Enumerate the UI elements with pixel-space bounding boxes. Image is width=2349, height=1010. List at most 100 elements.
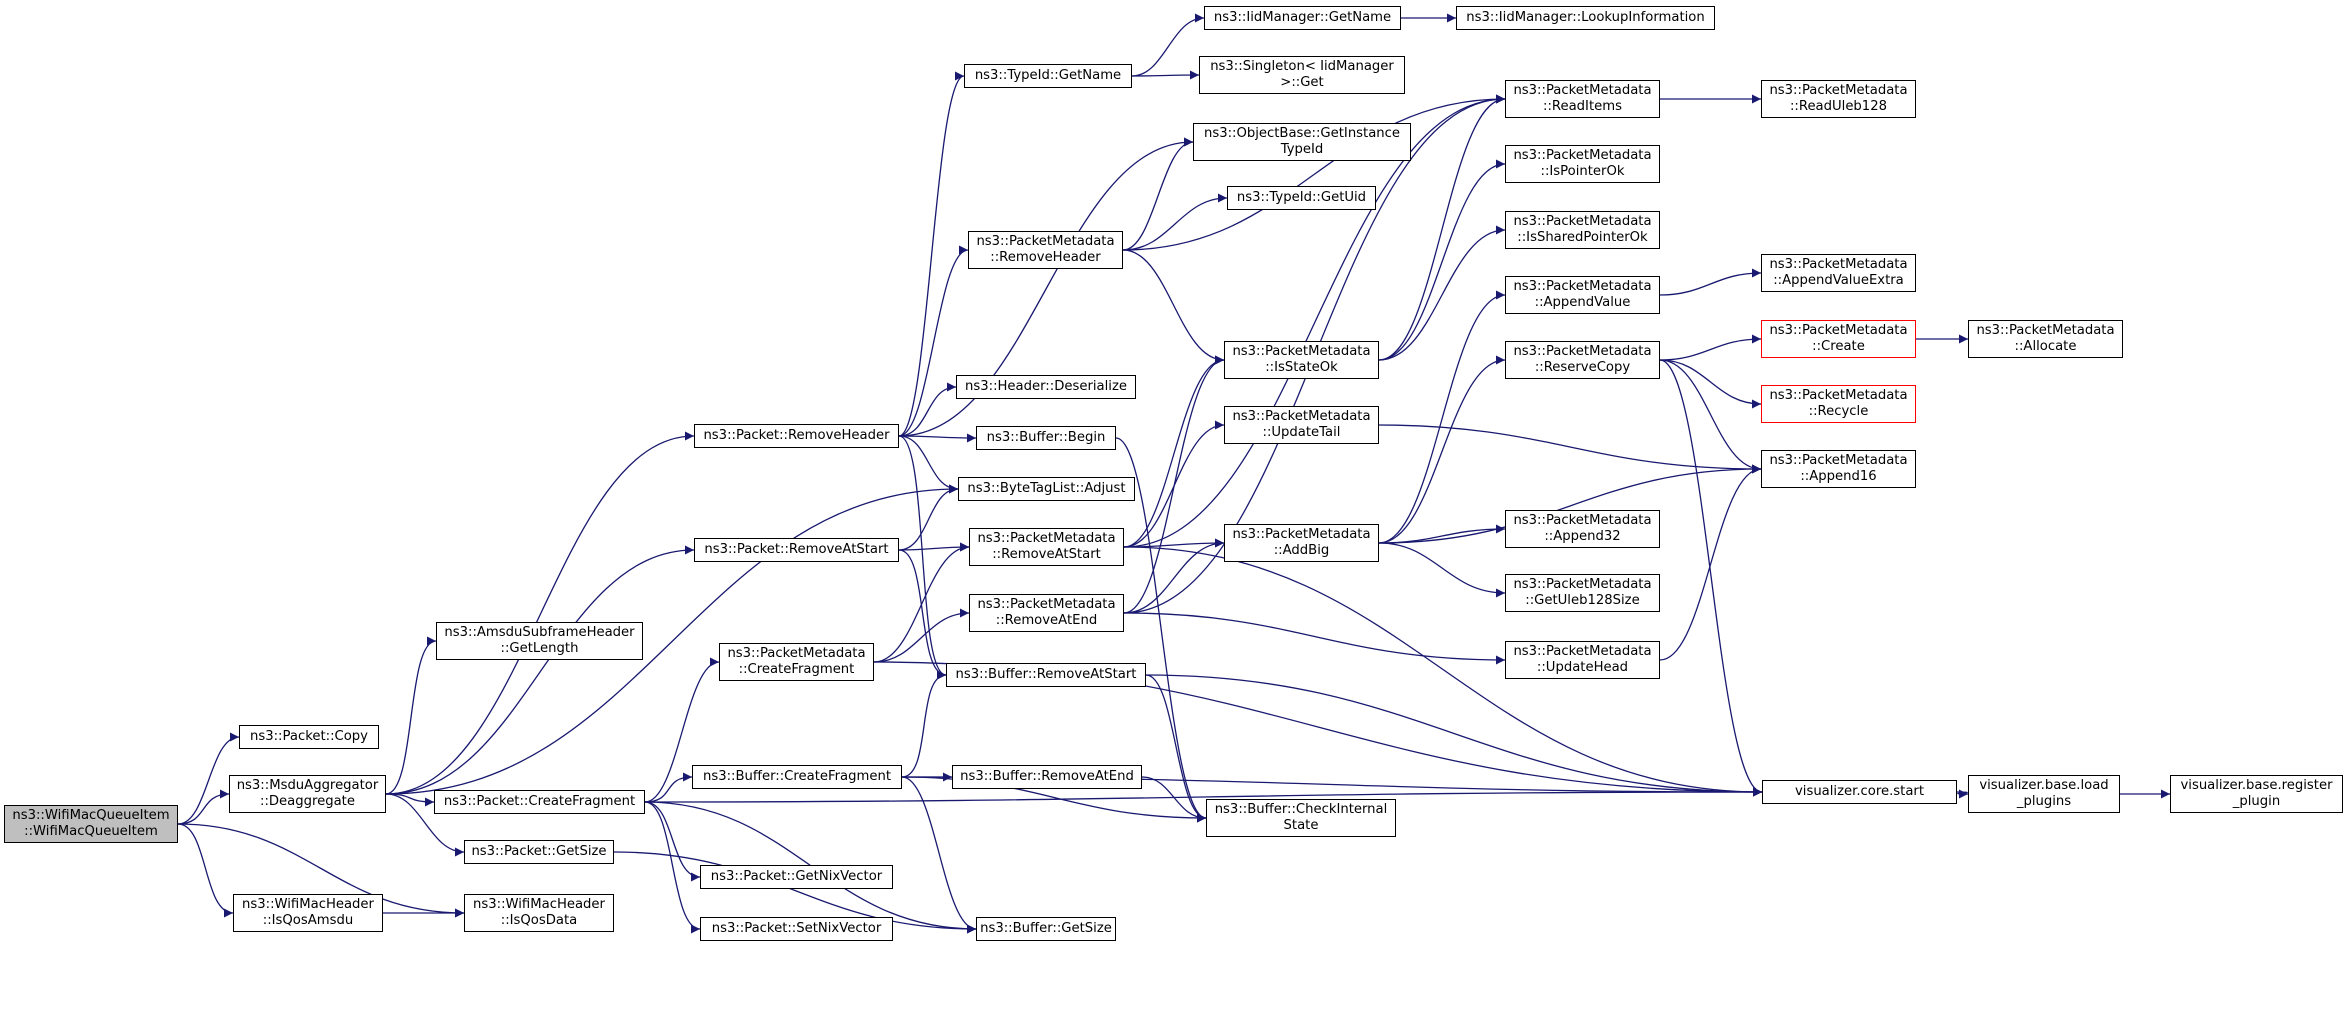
edge-pm_createfragment-to-pm_removeatstart xyxy=(873,542,970,663)
node-pm-readitems[interactable]: ns3::PacketMetadata::ReadItems xyxy=(1505,80,1660,118)
node-label: ns3::MsduAggregator::Deaggregate xyxy=(236,778,379,809)
node-iidmanager-lookupinformation[interactable]: ns3::IidManager::LookupInformation xyxy=(1456,6,1715,30)
node-typeid-getname[interactable]: ns3::TypeId::GetName xyxy=(964,64,1132,88)
node-packet-setnixvector[interactable]: ns3::Packet::SetNixVector xyxy=(700,917,893,941)
node-pm-append32[interactable]: ns3::PacketMetadata::Append32 xyxy=(1505,510,1660,548)
node-label: ns3::TypeId::GetUid xyxy=(1236,190,1367,205)
node-buffer-getsize[interactable]: ns3::Buffer::GetSize xyxy=(976,917,1116,941)
node-msdu-deaggregate[interactable]: ns3::MsduAggregator::Deaggregate xyxy=(229,775,386,813)
node-pm-create[interactable]: ns3::PacketMetadata::Create xyxy=(1761,320,1916,358)
edge-pm_removeheader-to-pm_isstateok xyxy=(1122,249,1225,365)
edge-pm_addbig-to-pm_appendvalue xyxy=(1378,290,1506,544)
edge-pm_updatehead-to-pm_append16 xyxy=(1659,464,1762,661)
node-pm-removeatstart[interactable]: ns3::PacketMetadata::RemoveAtStart xyxy=(969,528,1124,566)
edge-pm_removeatstart-to-pm_readitems xyxy=(1123,94,1506,548)
node-buffer-removeatstart[interactable]: ns3::Buffer::RemoveAtStart xyxy=(946,663,1146,687)
edge-packet_removeatstart-to-bytetaglist_adjust xyxy=(898,484,959,551)
node-singleton-get[interactable]: ns3::Singleton< IidManager>::Get xyxy=(1199,56,1405,94)
node-label: ns3::Buffer::RemoveAtStart xyxy=(955,667,1137,682)
node-pm-removeatend[interactable]: ns3::PacketMetadata::RemoveAtEnd xyxy=(969,594,1124,632)
edge-packet_removeatstart-to-buffer_removeatstart xyxy=(898,549,947,680)
node-typeid-getuid[interactable]: ns3::TypeId::GetUid xyxy=(1227,186,1376,210)
node-packet-getsize[interactable]: ns3::Packet::GetSize xyxy=(464,840,614,864)
edge-packet_removeheader-to-typeid_getname xyxy=(898,71,965,437)
node-pm-updatetail[interactable]: ns3::PacketMetadata::UpdateTail xyxy=(1224,406,1379,444)
node-pm-readuleb128[interactable]: ns3::PacketMetadata::ReadUleb128 xyxy=(1761,80,1916,118)
node-buffer-createfragment[interactable]: ns3::Buffer::CreateFragment xyxy=(692,765,902,789)
edge-buffer_removeatend-to-buffer_checkinternalstate xyxy=(1141,776,1207,823)
node-label: visualizer.base.load_plugins xyxy=(1979,778,2109,809)
node-packet-removeatstart[interactable]: ns3::Packet::RemoveAtStart xyxy=(694,538,899,562)
node-pm-recycle[interactable]: ns3::PacketMetadata::Recycle xyxy=(1761,385,1916,423)
node-pm-addbig[interactable]: ns3::PacketMetadata::AddBig xyxy=(1224,524,1379,562)
node-pm-allocate[interactable]: ns3::PacketMetadata::Allocate xyxy=(1968,320,2123,358)
node-label: ns3::PacketMetadata::GetUleb128Size xyxy=(1513,577,1652,608)
node-label: ns3::IidManager::LookupInformation xyxy=(1466,10,1705,25)
node-label: ns3::PacketMetadata::AppendValueExtra xyxy=(1769,257,1908,288)
edge-packet_removeheader-to-buffer_begin xyxy=(898,433,977,443)
edge-root-to-wifimac_isqosamsdu xyxy=(177,823,234,918)
edge-pm_addbig-to-pm_reservecopy xyxy=(1378,355,1506,544)
node-packet-createfragment[interactable]: ns3::Packet::CreateFragment xyxy=(434,790,645,814)
edge-pm_appendvalue-to-pm_appendvalueextra xyxy=(1659,268,1762,296)
edge-msdu_deaggregate-to-amsdu_getlength xyxy=(385,636,437,795)
edge-msdu_deaggregate-to-packet_getsize xyxy=(385,793,465,857)
edge-packet_createfragment-to-pm_createfragment xyxy=(644,657,720,803)
node-pm-reservecopy[interactable]: ns3::PacketMetadata::ReserveCopy xyxy=(1505,341,1660,379)
node-visualizer-base-register-plugin[interactable]: visualizer.base.register_plugin xyxy=(2170,775,2343,813)
node-packet-getnixvector[interactable]: ns3::Packet::GetNixVector xyxy=(700,865,893,889)
node-pm-getuleb128size[interactable]: ns3::PacketMetadata::GetUleb128Size xyxy=(1505,574,1660,612)
node-label: ns3::PacketMetadata::UpdateHead xyxy=(1513,644,1652,675)
node-label: ns3::PacketMetadata::CreateFragment xyxy=(727,646,866,677)
node-pm-createfragment[interactable]: ns3::PacketMetadata::CreateFragment xyxy=(719,643,874,681)
node-amsdu-getlength[interactable]: ns3::AmsduSubframeHeader::GetLength xyxy=(436,622,643,660)
node-label: ns3::Packet::GetNixVector xyxy=(710,869,883,884)
node-label: ns3::WifiMacHeader::IsQosAmsdu xyxy=(242,897,374,928)
node-iidmanager-getname[interactable]: ns3::IidManager::GetName xyxy=(1204,6,1401,30)
node-packet-removeheader[interactable]: ns3::Packet::RemoveHeader xyxy=(694,424,899,448)
edge-typeid_getname-to-singleton_get xyxy=(1131,70,1200,80)
edge-pm_removeatstart-to-visualizer_core_start xyxy=(1123,546,1763,797)
edge-root-to-packet_copy xyxy=(177,732,240,825)
edge-packet_createfragment-to-buffer_createfragment xyxy=(644,772,693,803)
node-label: ns3::PacketMetadata::Recycle xyxy=(1769,388,1908,419)
node-packet-copy[interactable]: ns3::Packet::Copy xyxy=(239,725,379,749)
node-label: ns3::Singleton< IidManager>::Get xyxy=(1210,59,1394,90)
node-header-deserialize[interactable]: ns3::Header::Deserialize xyxy=(956,375,1136,399)
node-label: ns3::Buffer::RemoveAtEnd xyxy=(960,769,1134,784)
node-pm-issharedpointerok[interactable]: ns3::PacketMetadata::IsSharedPointerOk xyxy=(1505,211,1660,249)
node-root[interactable]: ns3::WifiMacQueueItem::WifiMacQueueItem xyxy=(4,805,178,843)
node-buffer-removeatend[interactable]: ns3::Buffer::RemoveAtEnd xyxy=(952,765,1142,789)
edge-pm_reservecopy-to-pm_append16 xyxy=(1659,359,1762,474)
node-visualizer-core-start[interactable]: visualizer.core.start xyxy=(1762,780,1957,804)
edge-pm_addbig-to-pm_getuleb128size xyxy=(1378,542,1506,598)
node-label: ns3::Buffer::CreateFragment xyxy=(703,769,891,784)
node-label: ns3::Packet::RemoveAtStart xyxy=(704,542,889,557)
node-label: ns3::Header::Deserialize xyxy=(965,379,1127,394)
edge-buffer_begin-to-buffer_checkinternalstate xyxy=(1115,437,1207,823)
edge-visualizer_core_start-to-visualizer_base_load_plugins xyxy=(1956,789,1969,799)
node-label: ns3::PacketMetadata::Append16 xyxy=(1769,453,1908,484)
edge-typeid_getname-to-iidmanager_getname xyxy=(1131,13,1205,77)
node-wifimac-isqosdata[interactable]: ns3::WifiMacHeader::IsQosData xyxy=(464,894,614,932)
edge-packet_removeheader-to-buffer_removeatstart xyxy=(898,435,947,680)
node-bytetaglist-adjust[interactable]: ns3::ByteTagList::Adjust xyxy=(958,477,1135,501)
node-pm-appendvalueextra[interactable]: ns3::PacketMetadata::AppendValueExtra xyxy=(1761,254,1916,292)
node-pm-ispointerok[interactable]: ns3::PacketMetadata::IsPointerOk xyxy=(1505,145,1660,183)
node-pm-removeheader[interactable]: ns3::PacketMetadata::RemoveHeader xyxy=(968,231,1123,269)
edge-buffer_removeatstart-to-buffer_checkinternalstate xyxy=(1145,674,1207,823)
node-visualizer-base-load-plugins[interactable]: visualizer.base.load_plugins xyxy=(1968,775,2120,813)
node-pm-appendvalue[interactable]: ns3::PacketMetadata::AppendValue xyxy=(1505,276,1660,314)
node-wifimac-isqosamsdu[interactable]: ns3::WifiMacHeader::IsQosAmsdu xyxy=(233,894,383,932)
node-buffer-begin[interactable]: ns3::Buffer::Begin xyxy=(976,426,1116,450)
edge-msdu_deaggregate-to-packet_removeheader xyxy=(385,431,695,795)
node-pm-append16[interactable]: ns3::PacketMetadata::Append16 xyxy=(1761,450,1916,488)
node-label: ns3::PacketMetadata::RemoveAtEnd xyxy=(977,597,1116,628)
edge-packet_createfragment-to-visualizer_core_start xyxy=(644,787,1763,803)
node-label: ns3::PacketMetadata::AppendValue xyxy=(1513,279,1652,310)
node-pm-isstateok[interactable]: ns3::PacketMetadata::IsStateOk xyxy=(1224,341,1379,379)
node-pm-updatehead[interactable]: ns3::PacketMetadata::UpdateHead xyxy=(1505,641,1660,679)
